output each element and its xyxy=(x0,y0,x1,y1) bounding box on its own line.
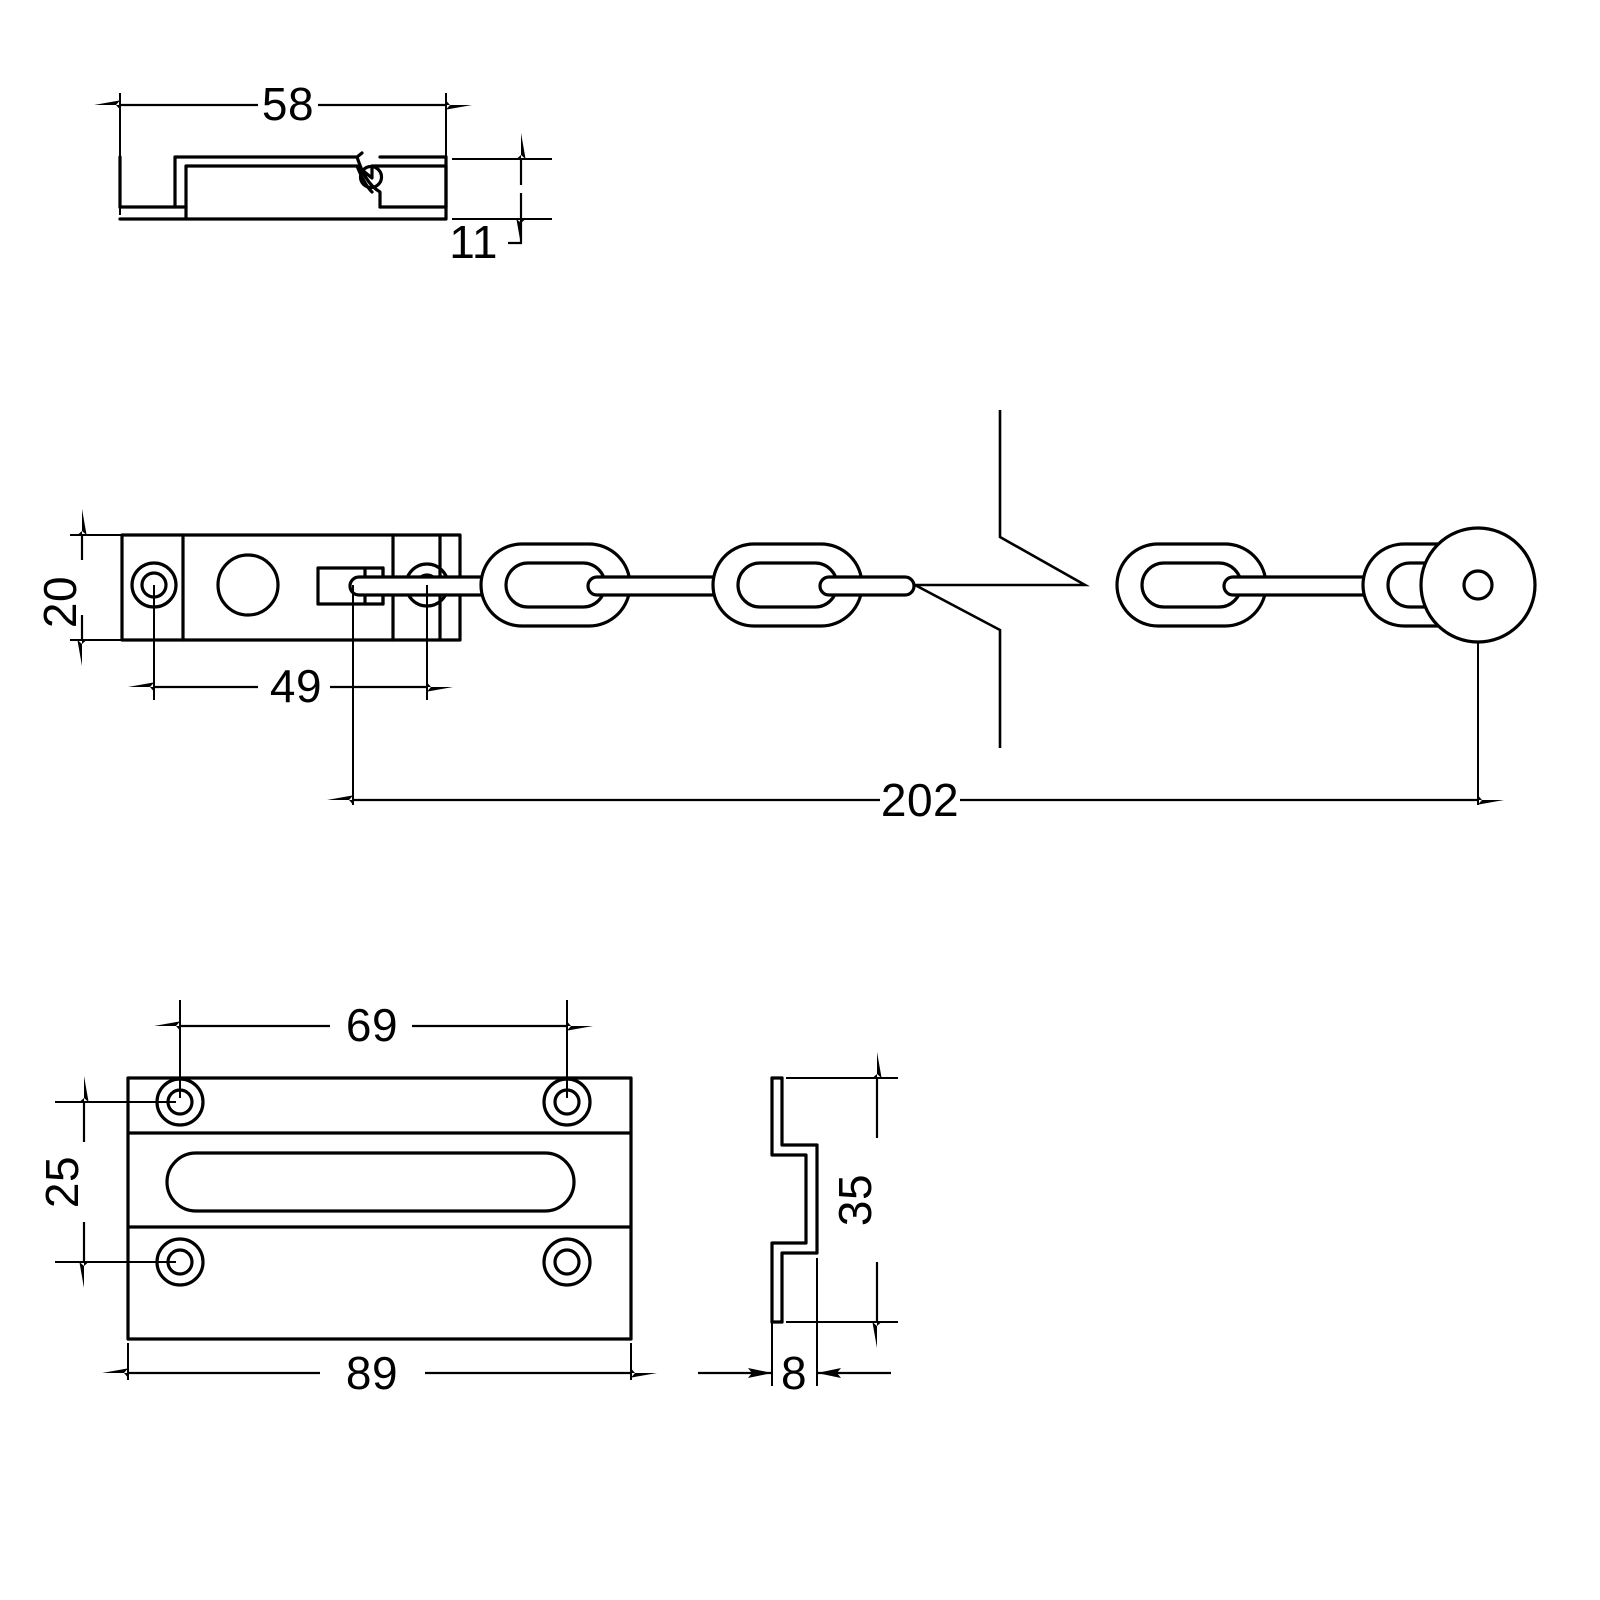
screw-hole-br-inner xyxy=(553,1248,581,1276)
centre-bore xyxy=(216,553,280,617)
keeper-plate-front-view: 69 25 89 xyxy=(36,999,657,1399)
dimension-label-11: 11 xyxy=(449,216,498,268)
top-section-view: 58 11 xyxy=(94,78,552,268)
chain-link-3 xyxy=(1115,542,1268,628)
dimension-label-8: 8 xyxy=(781,1347,807,1399)
chain-left-group xyxy=(348,542,916,628)
keeper-plate-outline xyxy=(126,1076,633,1341)
keyhole-slot xyxy=(165,1151,576,1213)
chain-link-2 xyxy=(711,542,864,628)
dimension-202: 202 xyxy=(327,774,1504,826)
end-knob-disc xyxy=(1419,526,1537,644)
dimension-35: 35 xyxy=(829,1052,882,1348)
dimension-25: 25 xyxy=(36,1076,89,1288)
dimension-label-20: 20 xyxy=(34,576,86,628)
dimension-label-202: 202 xyxy=(881,774,959,826)
chain-rod-3 xyxy=(818,575,916,597)
break-symbol xyxy=(914,410,1090,748)
end-knob-bore xyxy=(1462,569,1494,601)
dimension-8: 8 xyxy=(698,1347,891,1399)
chain-assembly-view: 20 49 202 xyxy=(34,410,1537,826)
chain-rod-1 xyxy=(348,575,503,597)
side-profile-outline xyxy=(770,1076,819,1324)
chain-right-group xyxy=(1115,526,1537,644)
chain-link-1 xyxy=(479,542,632,628)
keeper-screw-holes xyxy=(155,1077,592,1287)
pin-circle xyxy=(358,164,384,190)
dimension-89: 89 xyxy=(102,1347,657,1399)
dimension-58: 58 xyxy=(94,78,472,130)
dimension-label-58: 58 xyxy=(262,78,314,130)
dimension-label-89: 89 xyxy=(346,1347,398,1399)
screw-hole-br-outer xyxy=(542,1237,592,1287)
top-section-part-outline xyxy=(118,151,448,221)
dimension-label-35: 35 xyxy=(829,1174,881,1226)
dimension-11: 11 xyxy=(449,133,526,268)
dimension-49: 49 xyxy=(128,660,453,712)
dimension-label-69: 69 xyxy=(346,999,398,1051)
dimension-label-25: 25 xyxy=(36,1156,88,1208)
dimension-label-49: 49 xyxy=(270,660,322,712)
dimension-69: 69 xyxy=(154,999,593,1051)
keeper-plate-side-view: 35 8 xyxy=(698,1052,898,1399)
dimension-20: 20 xyxy=(34,509,87,666)
